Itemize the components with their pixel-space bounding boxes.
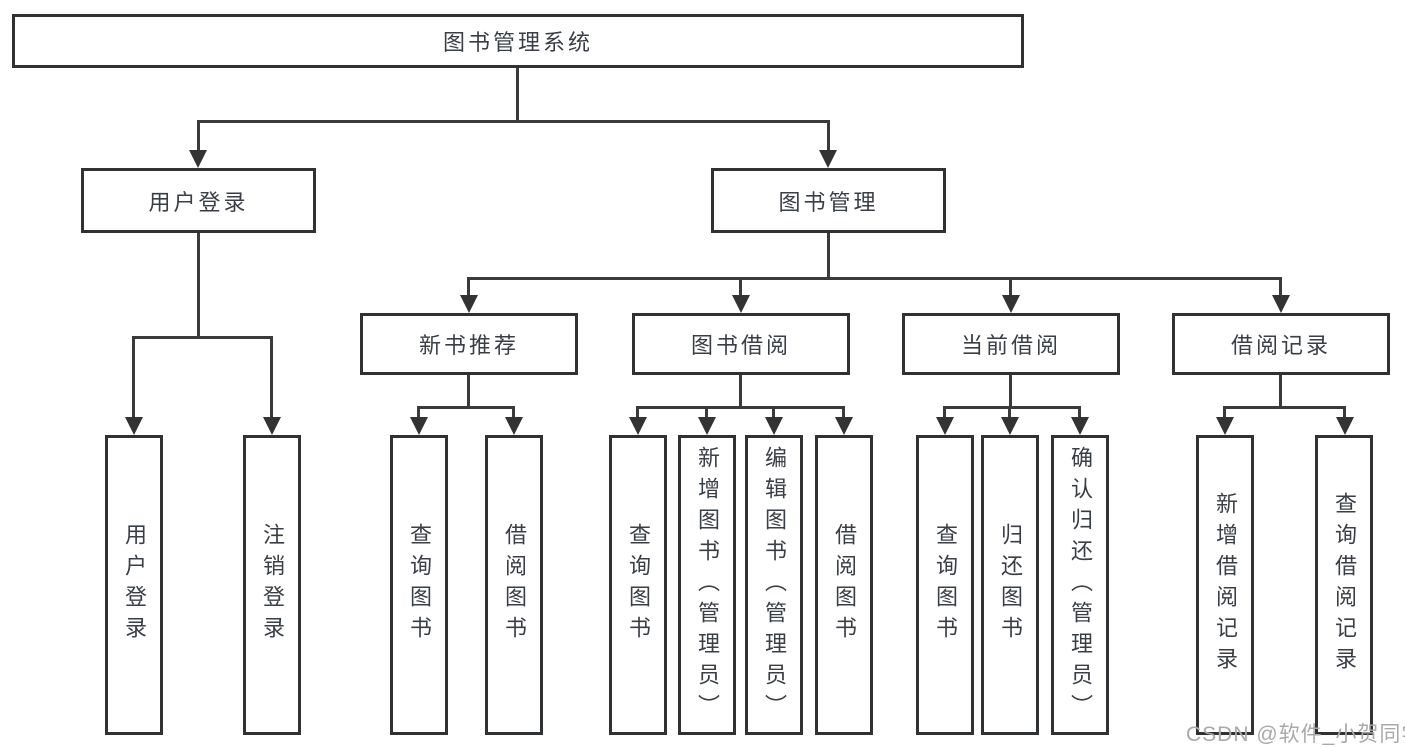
- connector-line: [134, 336, 273, 339]
- arrow-down-icon: [1272, 295, 1290, 313]
- connector-line: [132, 336, 135, 420]
- arrow-down-icon: [505, 417, 523, 435]
- connector-line: [827, 233, 830, 280]
- connector-line: [1223, 406, 1226, 420]
- connector-line: [705, 406, 708, 420]
- connector-line: [943, 406, 946, 420]
- arrow-down-icon: [410, 417, 428, 435]
- node-root: 图书管理系统: [12, 14, 1024, 68]
- leaf-edit-books-admin: 编辑图书（管理员）: [745, 435, 803, 735]
- connector-line: [739, 375, 742, 409]
- arrow-down-icon: [698, 417, 716, 435]
- connector-line: [467, 277, 470, 298]
- connector-line: [419, 406, 515, 409]
- leaf-logout: 注销登录: [243, 435, 301, 735]
- connector-line: [1009, 375, 1012, 409]
- leaf-borrow-books: 借阅图书: [485, 435, 543, 735]
- arrow-down-icon: [819, 150, 837, 168]
- leaf-query-books: 查询图书: [390, 435, 448, 735]
- leaf-add-borrow-record: 新增借阅记录: [1196, 435, 1254, 735]
- arrow-down-icon: [765, 417, 783, 435]
- connector-line: [467, 375, 470, 409]
- connector-line: [1009, 277, 1012, 298]
- arrow-down-icon: [1071, 417, 1089, 435]
- connector-line: [827, 120, 830, 152]
- connector-line: [469, 277, 1282, 280]
- connector-line: [1008, 406, 1011, 420]
- leaf-add-books-admin: 新增图书（管理员）: [678, 435, 736, 735]
- arrow-down-icon: [1001, 417, 1019, 435]
- arrow-down-icon: [460, 295, 478, 313]
- leaf-borrow-books: 借阅图书: [815, 435, 873, 735]
- leaf-return-books: 归还图书: [981, 435, 1039, 735]
- leaf-confirm-return-admin: 确认归还（管理员）: [1051, 435, 1109, 735]
- connector-line: [638, 406, 845, 409]
- node-user-login: 用户登录: [81, 168, 316, 233]
- node-borrow-records: 借阅记录: [1172, 313, 1390, 375]
- leaf-user-login: 用户登录: [105, 435, 163, 735]
- arrow-down-icon: [835, 417, 853, 435]
- connector-line: [417, 406, 420, 420]
- node-book-borrow: 图书借阅: [632, 313, 850, 375]
- arrow-down-icon: [1002, 295, 1020, 313]
- connector-line: [1343, 406, 1346, 420]
- arrow-down-icon: [1336, 417, 1354, 435]
- arrow-down-icon: [189, 150, 207, 168]
- connector-line: [1279, 277, 1282, 298]
- connector-line: [516, 68, 519, 123]
- leaf-query-books: 查询图书: [916, 435, 974, 735]
- connector-line: [842, 406, 845, 420]
- connector-line: [945, 406, 1081, 409]
- connector-line: [197, 120, 830, 123]
- connector-line: [739, 277, 742, 298]
- arrow-down-icon: [125, 417, 143, 435]
- arrow-down-icon: [732, 295, 750, 313]
- connector-line: [270, 336, 273, 420]
- connector-line: [1078, 406, 1081, 420]
- arrow-down-icon: [1216, 417, 1234, 435]
- node-book-management: 图书管理: [711, 168, 946, 233]
- connector-line: [512, 406, 515, 420]
- connector-line: [1225, 406, 1346, 409]
- connector-line: [772, 406, 775, 420]
- arrow-down-icon: [936, 417, 954, 435]
- arrow-down-icon: [263, 417, 281, 435]
- connector-line: [197, 120, 200, 152]
- leaf-query-books: 查询图书: [609, 435, 667, 735]
- node-new-book-recommend: 新书推荐: [360, 313, 578, 375]
- connector-line: [636, 406, 639, 420]
- connector-line: [197, 233, 200, 338]
- csdn-watermark: CSDN @软件_小贺同学: [1186, 723, 1405, 746]
- connector-line: [1279, 375, 1282, 409]
- leaf-query-borrow-record: 查询借阅记录: [1315, 435, 1373, 735]
- node-current-borrow: 当前借阅: [902, 313, 1120, 375]
- arrow-down-icon: [629, 417, 647, 435]
